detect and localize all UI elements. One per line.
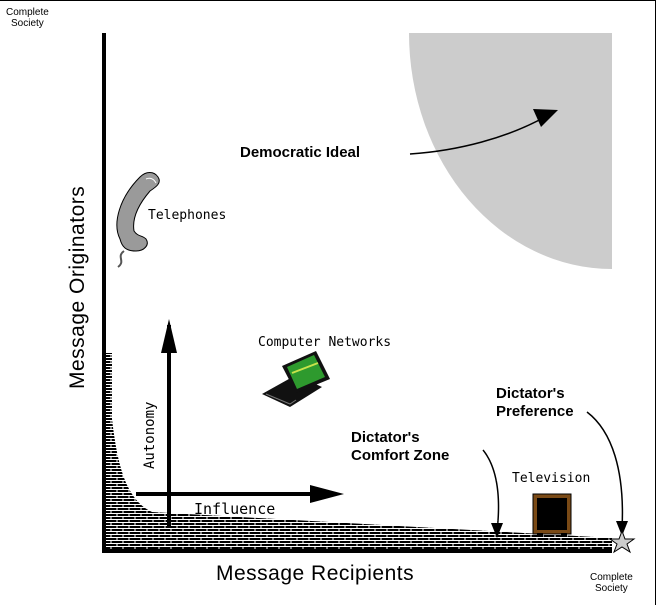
television-label: Television: [512, 471, 591, 486]
democratic-ideal-region: [409, 33, 612, 269]
y-axis-end-label: Complete Society: [6, 7, 49, 29]
x-axis-end-label: Complete Society: [590, 572, 633, 594]
preference-arrow: [586, 411, 624, 530]
dictators-comfort-zone-label: Dictator's Comfort Zone: [351, 429, 449, 465]
laptop-icon: [262, 351, 330, 407]
television-icon: [532, 493, 572, 537]
x-axis-title: Message Recipients: [216, 562, 415, 585]
democratic-ideal-arrow: [409, 112, 553, 155]
y-axis-end-label-line2: Society: [11, 18, 44, 29]
democratic-ideal-label: Democratic Ideal: [240, 144, 361, 161]
x-axis-end-label-line2: Society: [595, 583, 628, 594]
telephones-label: Telephones: [148, 208, 227, 223]
comfort-zone-line2: Comfort Zone: [351, 447, 450, 464]
comfort-zone-line1: Dictator's: [351, 429, 420, 446]
telephone-icon: [116, 172, 160, 268]
x-axis-end-label-line1: Complete: [590, 572, 633, 583]
computer-networks-label: Computer Networks: [258, 335, 392, 350]
influence-label: Influence: [194, 500, 276, 518]
preference-line1: Dictator's: [496, 385, 565, 402]
brick-wall: [104, 353, 612, 553]
y-axis-title: Message Originators: [66, 185, 89, 389]
dictators-preference-label: Dictator's Preference: [496, 385, 574, 421]
comfort-zone-arrow: [482, 449, 500, 532]
y-axis-end-label-line1: Complete: [6, 7, 49, 18]
autonomy-label: Autonomy: [142, 401, 158, 469]
preference-line2: Preference: [496, 403, 574, 420]
star-icon: [608, 529, 636, 554]
